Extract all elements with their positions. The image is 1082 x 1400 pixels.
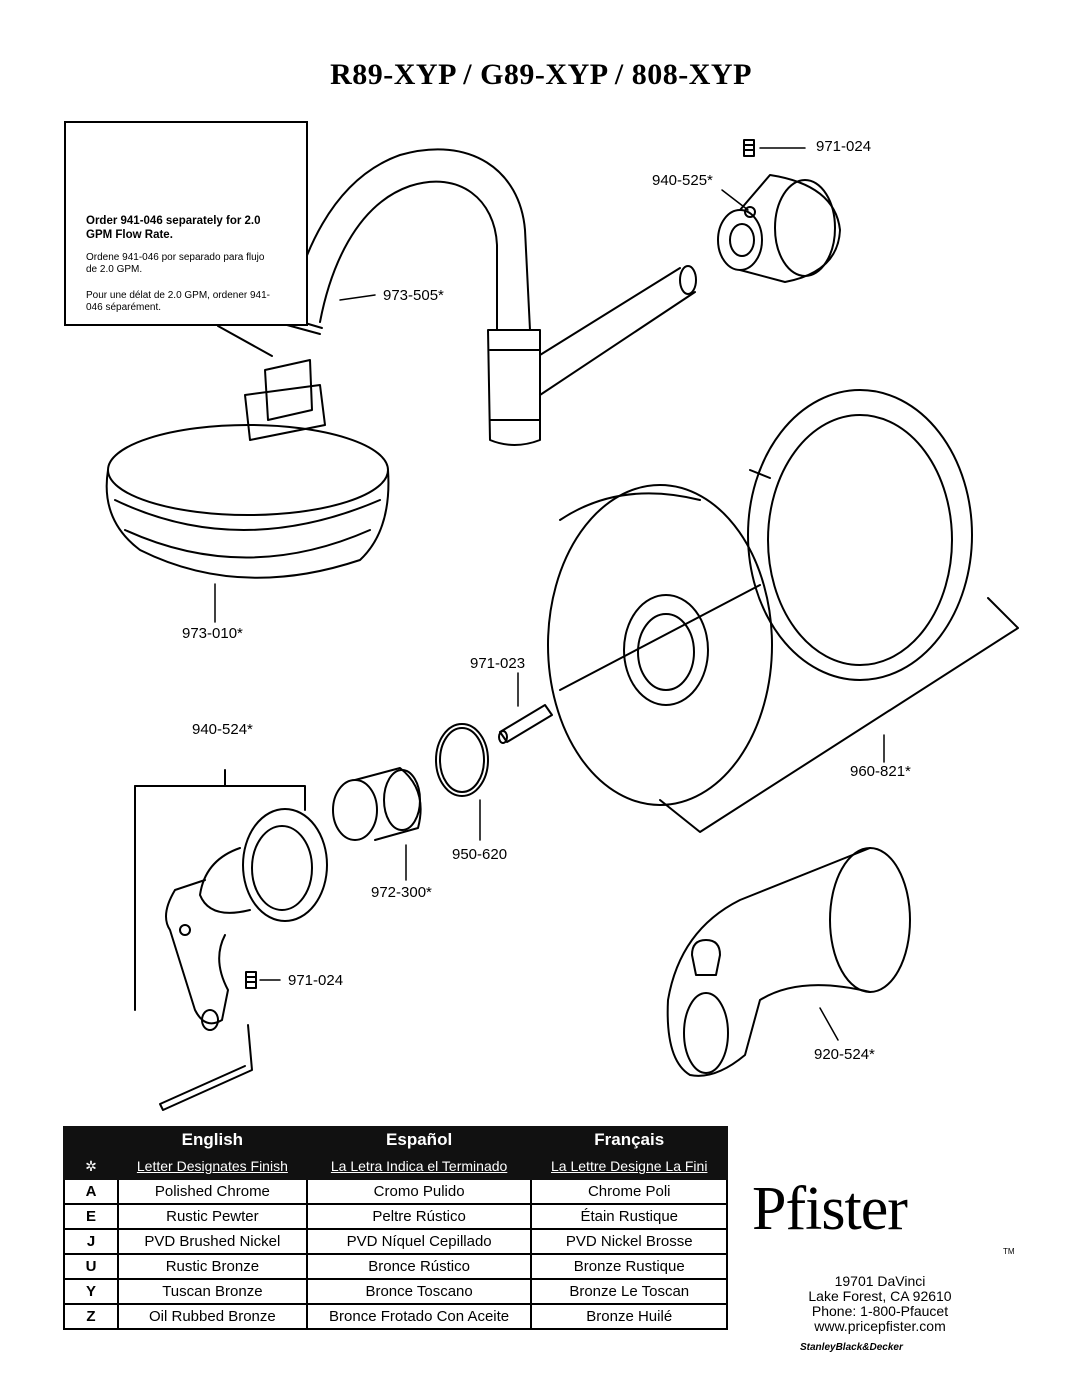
finish-english: Polished Chrome — [117, 1178, 308, 1205]
finish-code: E — [63, 1203, 119, 1230]
set-screw-top-drawing — [743, 139, 755, 157]
callout-english: Order 941-046 separately for 2.0 GPM Flo… — [86, 215, 261, 241]
escutcheon-plate-drawing — [547, 389, 1019, 833]
finish-header-english: English — [117, 1126, 308, 1154]
finish-english: Tuscan Bronze — [117, 1278, 308, 1305]
brand-logo: Pfister — [752, 1175, 908, 1243]
finish-code: U — [63, 1253, 119, 1280]
callout-spanish: Ordene 941-046 por separado para flujo d… — [86, 252, 265, 275]
finish-subheader-french: La Lettre Designe La Fini — [530, 1152, 728, 1180]
allen-key-drawing — [159, 1024, 253, 1111]
website-link[interactable]: www.pricepfister.com — [814, 1318, 946, 1334]
table-row: A Polished Chrome Cromo Pulido Chrome Po… — [63, 1178, 728, 1205]
part-label-940-525: 940-525* — [652, 172, 713, 189]
part-label-920-524: 920-524* — [814, 1046, 875, 1063]
table-row: E Rustic Pewter Peltre Rústico Étain Rus… — [63, 1203, 728, 1230]
table-row: U Rustic Bronze Bronce Rústico Bronze Ru… — [63, 1253, 728, 1280]
table-row: Y Tuscan Bronze Bronce Toscano Bronze Le… — [63, 1278, 728, 1305]
leader-lines — [214, 147, 885, 1041]
finish-english: Rustic Pewter — [117, 1203, 308, 1230]
finish-french: Chrome Poli — [530, 1178, 728, 1205]
finish-english: Rustic Bronze — [117, 1253, 308, 1280]
finish-table-subheader-row: ✲ Letter Designates Finish La Letra Indi… — [63, 1152, 728, 1180]
stem-extension-drawing — [498, 704, 553, 744]
company-address: 19701 DaVinci Lake Forest, CA 92610 Phon… — [770, 1274, 990, 1334]
part-label-971-024-bottom: 971-024 — [288, 972, 344, 989]
finish-spanish: Cromo Pulido — [305, 1178, 533, 1205]
finish-code: A — [63, 1178, 119, 1205]
callout-pointer — [217, 325, 273, 357]
part-label-971-023: 971-023 — [470, 655, 526, 672]
finish-spanish: Bronce Toscano — [305, 1278, 533, 1305]
finish-english: Oil Rubbed Bronze — [117, 1303, 308, 1330]
part-label-972-300: 972-300* — [371, 884, 432, 901]
finish-symbol: ✲ — [63, 1152, 119, 1180]
finish-spanish: Peltre Rústico — [305, 1203, 533, 1230]
address-line-2: Lake Forest, CA 92610 — [808, 1288, 952, 1304]
part-label-973-505: 973-505* — [383, 287, 444, 304]
table-row: J PVD Brushed Nickel PVD Níquel Cepillad… — [63, 1228, 728, 1255]
set-screw-bottom-drawing — [245, 971, 257, 989]
part-label-971-024-top: 971-024 — [816, 138, 872, 155]
finish-subheader-spanish: La Letra Indica el Terminado — [305, 1152, 533, 1180]
finish-french: Bronze Huilé — [530, 1303, 728, 1330]
finish-english: PVD Brushed Nickel — [117, 1228, 308, 1255]
finish-table-blank-header — [63, 1126, 119, 1154]
parent-company-logo: StanleyBlack&Decker — [800, 1342, 903, 1353]
finish-table-language-row: English Español Français — [63, 1126, 728, 1154]
part-label-940-524: 940-524* — [192, 721, 253, 738]
finish-spanish: Bronce Rústico — [305, 1253, 533, 1280]
finish-french: PVD Nickel Brosse — [530, 1228, 728, 1255]
shower-head-drawing — [105, 359, 390, 579]
finish-subheader-english: Letter Designates Finish — [117, 1152, 308, 1180]
finish-french: Bronze Le Toscan — [530, 1278, 728, 1305]
sleeve-drawing — [332, 767, 422, 841]
finish-code: Y — [63, 1278, 119, 1305]
flow-rate-callout: Order 941-046 separately for 2.0 GPM Flo… — [64, 121, 308, 326]
finish-code: J — [63, 1228, 119, 1255]
finish-table: English Español Français ✲ Letter Design… — [63, 1126, 728, 1330]
callout-french: Pour une délat de 2.0 GPM, ordener 941-0… — [86, 290, 271, 313]
part-label-950-620: 950-620 — [452, 846, 508, 863]
shower-arm-drawing — [286, 148, 697, 446]
finish-spanish: PVD Níquel Cepillado — [305, 1228, 533, 1255]
page-title: R89-XYP / G89-XYP / 808-XYP — [330, 58, 752, 91]
finish-header-spanish: Español — [305, 1126, 533, 1154]
phone-number: Phone: 1-800-Pfaucet — [811, 1303, 949, 1319]
trademark-mark: TM — [1003, 1247, 1015, 1256]
finish-french: Étain Rustique — [530, 1203, 728, 1230]
shower-arm-flange-drawing — [717, 174, 841, 283]
finish-french: Bronze Rustique — [530, 1253, 728, 1280]
lever-handle-drawing — [134, 769, 328, 1031]
address-line-1: 19701 DaVinci — [834, 1273, 926, 1289]
tub-spout-drawing — [666, 847, 911, 1077]
o-ring-drawing — [435, 723, 489, 797]
finish-code: Z — [63, 1303, 119, 1330]
part-label-973-010: 973-010* — [182, 625, 243, 642]
part-label-960-821: 960-821* — [850, 763, 911, 780]
finish-header-french: Français — [530, 1126, 728, 1154]
table-row: Z Oil Rubbed Bronze Bronce Frotado Con A… — [63, 1303, 728, 1330]
finish-spanish: Bronce Frotado Con Aceite — [305, 1303, 533, 1330]
